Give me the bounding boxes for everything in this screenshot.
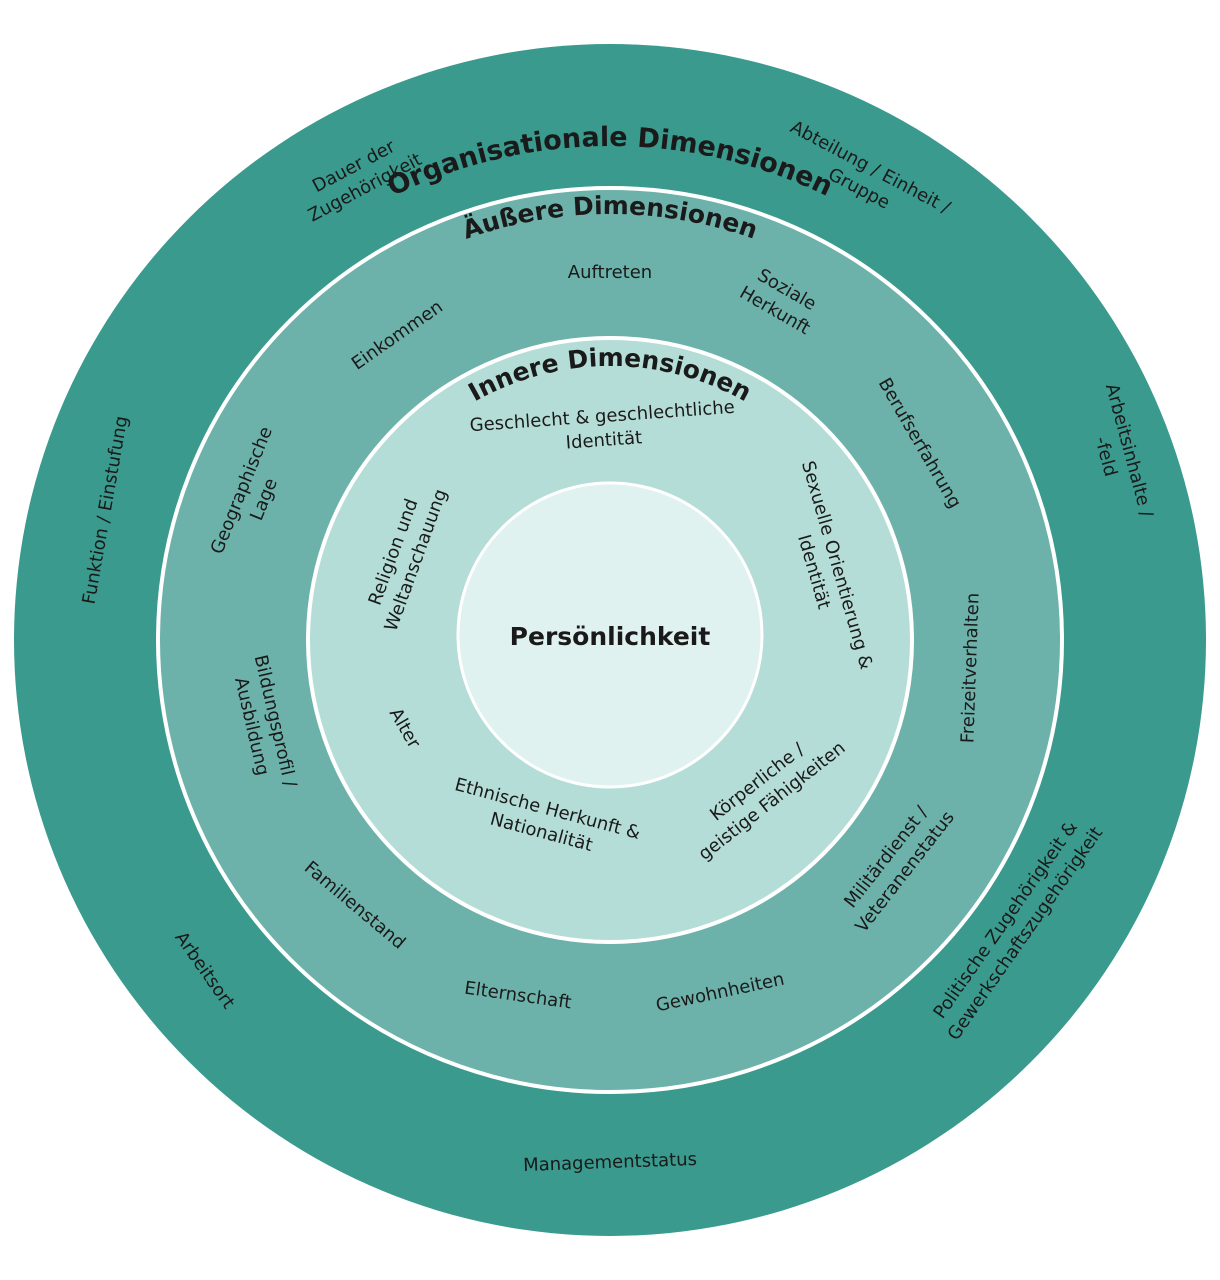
svg-text:Auftreten: Auftreten [568,262,652,283]
outer-item: Auftreten [568,262,652,283]
center-label: Persönlichkeit [510,622,711,651]
core-circle [456,481,764,789]
outer-item: Freizeitverhalten [957,592,983,743]
svg-text:Freizeitverhalten: Freizeitverhalten [957,592,983,743]
